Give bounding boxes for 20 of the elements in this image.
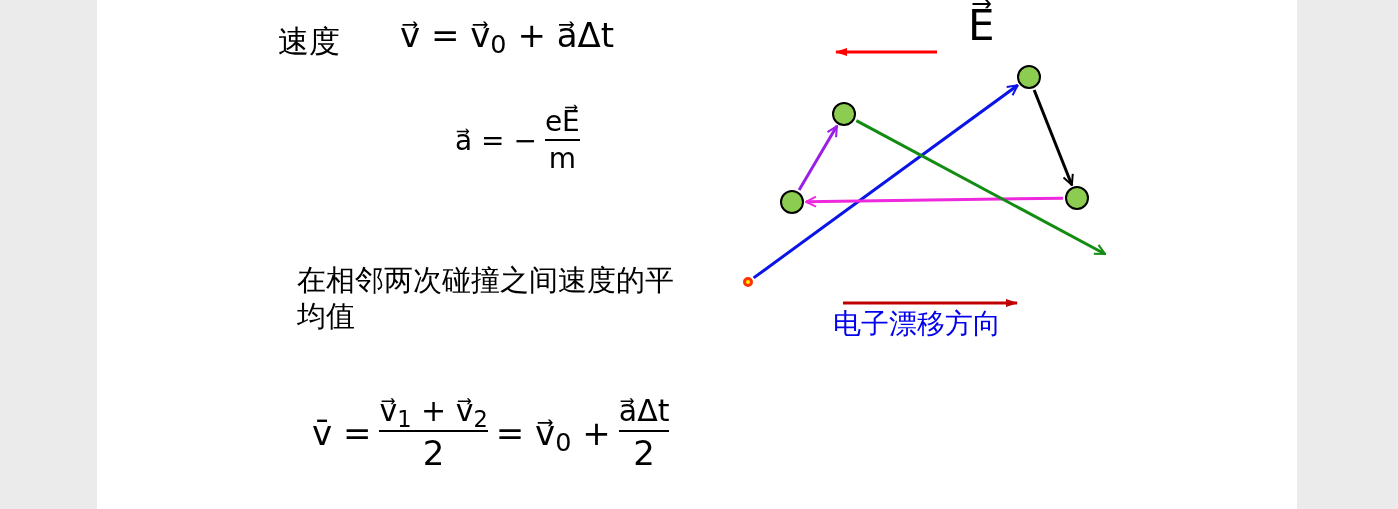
trajectory-arrow — [1032, 89, 1074, 186]
start-point — [743, 277, 753, 287]
fraction-numerator: a⃗Δt — [618, 392, 670, 430]
fraction-numerator: eE⃗ — [544, 104, 580, 139]
fraction-denominator: 2 — [633, 431, 655, 474]
field-label: E⃗ — [968, 0, 995, 52]
formula-text: a⃗ = − — [455, 122, 537, 158]
trajectory-arrow — [752, 84, 1019, 280]
trajectory-arrow — [797, 125, 839, 191]
heading-text: 速度 — [278, 22, 340, 61]
trajectory-arrow — [805, 195, 1064, 208]
fraction-numerator: v⃗$_{1}$ + v⃗$_{2}$ — [379, 392, 488, 430]
drift-direction-label: 电子漂移方向 — [833, 306, 1001, 341]
description-text: 在相邻两次碰撞之间速度的平均值 — [297, 262, 675, 335]
formula-text: = v⃗$_{0}$ + — [495, 411, 611, 455]
fraction-denominator: m — [548, 141, 576, 176]
velocity-formula: v⃗ = v⃗$_{0}$ + a⃗Δt — [400, 14, 615, 57]
fraction-denominator: 2 — [422, 431, 445, 474]
trajectory-arrow — [855, 119, 1106, 256]
formula-text: v̄ = — [312, 411, 372, 455]
